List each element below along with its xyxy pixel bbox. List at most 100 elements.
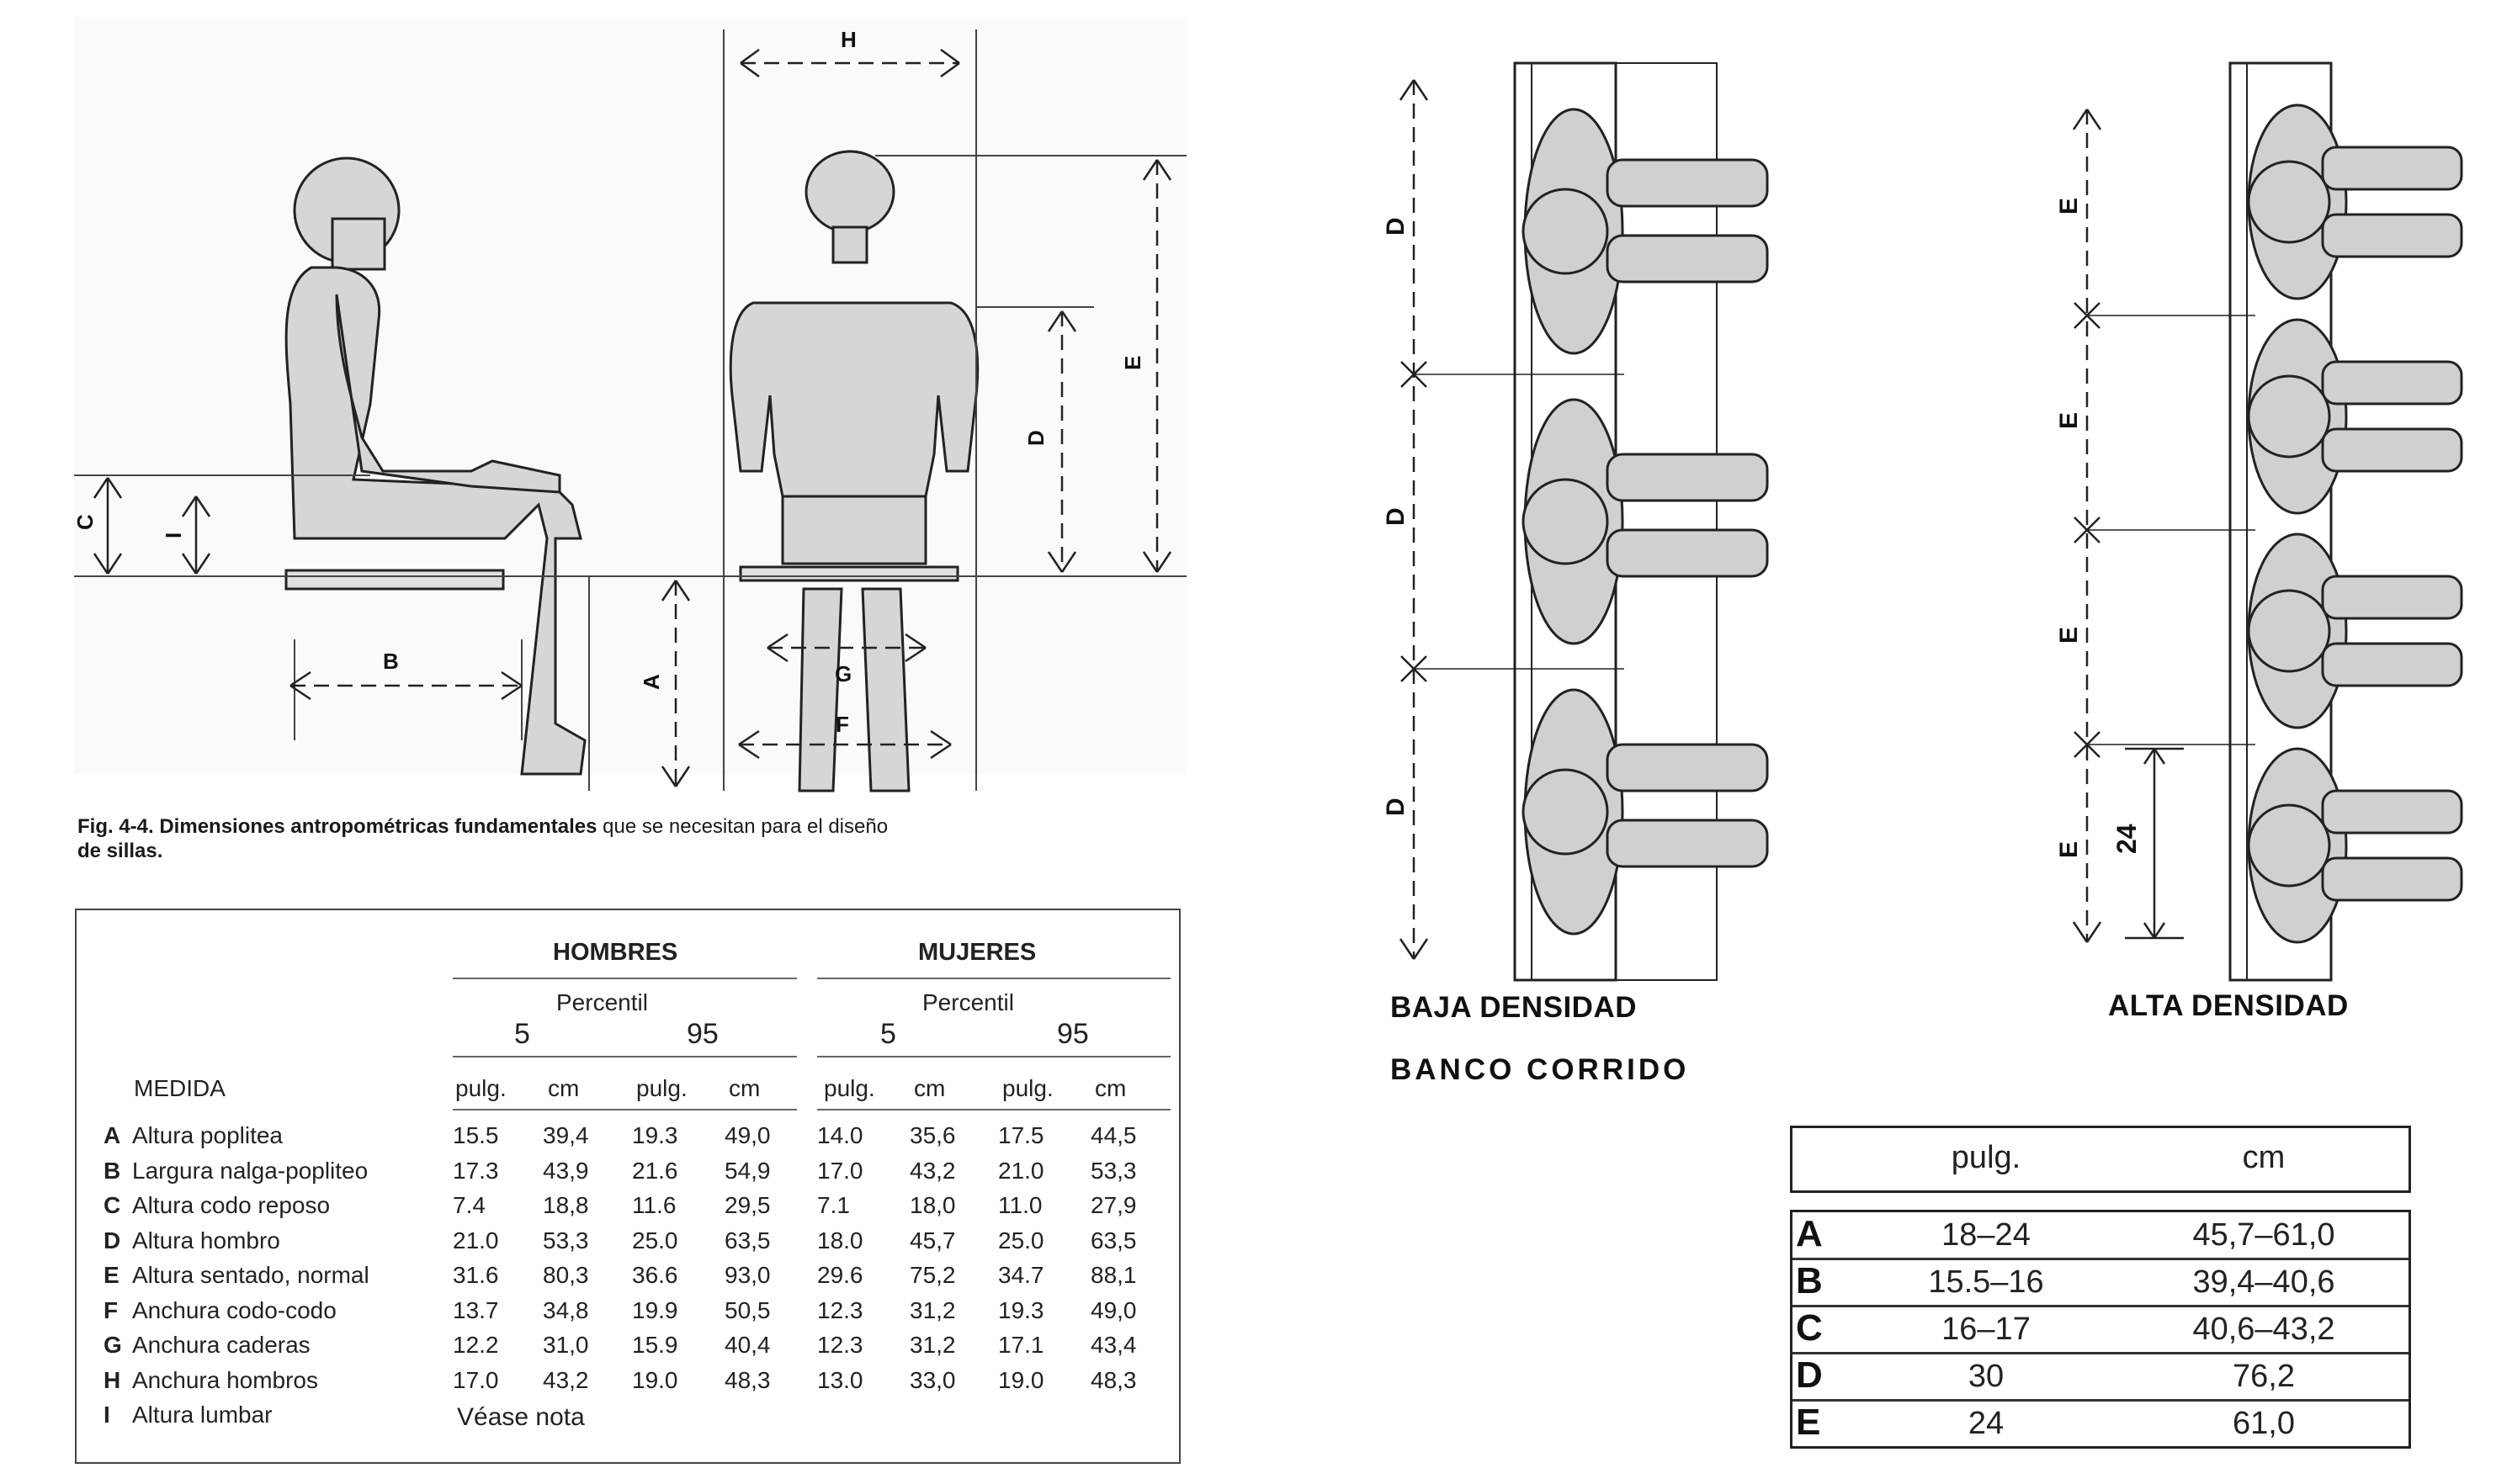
bench-row-divider [1792, 1305, 2408, 1307]
table-cell: 80,3 [543, 1262, 589, 1288]
unit-in-3: pulg. [824, 1075, 875, 1101]
table-cell: 18,0 [910, 1192, 956, 1218]
bench-row-key: E [1796, 1402, 1821, 1443]
table-cell: 75,2 [910, 1262, 956, 1288]
dim-letter-b: B [383, 649, 399, 674]
row-key: C [104, 1192, 121, 1218]
high-e-label-3: E [2055, 627, 2083, 644]
bench-col-cm: cm [2242, 1140, 2286, 1175]
measure-header: MEDIDA [134, 1075, 226, 1101]
span-24-label: 24 [2111, 824, 2142, 854]
table-cell: 17.5 [998, 1122, 1044, 1148]
bench-row-cm: 39,4–40,6 [2192, 1264, 2335, 1300]
unit-cm-4: cm [1095, 1075, 1127, 1101]
bench-row-in: 15.5–16 [1928, 1264, 2044, 1300]
table-cell: 12.3 [817, 1332, 863, 1358]
group-women-header: MUJERES [918, 939, 1037, 966]
table-cell: 21.6 [632, 1157, 678, 1184]
dim-letter-c: C [72, 514, 98, 530]
table-cell: 43,9 [543, 1157, 589, 1184]
table-cell: 7.4 [453, 1192, 486, 1218]
row-note: Véase nota [457, 1403, 585, 1431]
table-cell: 53,3 [543, 1227, 589, 1253]
caption-end: de sillas. [77, 840, 163, 862]
row-measure-name: Largura nalga-popliteo [132, 1157, 369, 1184]
dim-letter-g: G [835, 661, 852, 686]
anthropometric-figure: H E D C I A B G F [72, 17, 1187, 792]
high-e-label-4: E [2055, 841, 2083, 858]
table-cell: 35,6 [910, 1122, 956, 1148]
table-cell: 25.0 [632, 1227, 678, 1253]
table-cell: 31,2 [910, 1296, 956, 1323]
high-density-person-3 [2247, 533, 2463, 729]
women-rule-2 [817, 1056, 1171, 1057]
low-d-label-1: D [1382, 217, 1410, 236]
table-cell: 36.6 [632, 1262, 678, 1288]
unit-cm-2: cm [729, 1075, 761, 1101]
table-cell: 19.3 [632, 1122, 678, 1148]
row-key: G [104, 1332, 122, 1358]
low-density-person-2 [1522, 398, 1769, 645]
row-key: H [104, 1366, 121, 1393]
row-measure-name: Anchura caderas [132, 1332, 311, 1358]
table-cell: 63,5 [1091, 1227, 1137, 1253]
table-cell: 29.6 [817, 1262, 863, 1288]
table-cell: 21.0 [453, 1227, 499, 1253]
women-p95: 95 [1057, 1018, 1089, 1050]
bench-seating-figure: D D D [1382, 61, 2463, 982]
caption-bold: Fig. 4-4. Dimensiones antropométricas fu… [77, 815, 597, 838]
row-measure-name: Altura sentado, normal [132, 1262, 369, 1288]
table-cell: 31,2 [910, 1332, 956, 1358]
table-cell: 19.9 [632, 1296, 678, 1323]
table-cell: 48,3 [1091, 1366, 1137, 1393]
women-rule [817, 978, 1171, 979]
bench-row-key: B [1796, 1260, 1823, 1301]
low-density-bench: D D D [1382, 61, 1769, 982]
unit-cm-1: cm [548, 1075, 580, 1101]
dim-letter-f: F [836, 712, 849, 737]
row-key: E [104, 1262, 119, 1288]
table-cell: 49,0 [1091, 1296, 1137, 1323]
women-p5: 5 [880, 1018, 896, 1050]
banco-corrido-title: BANCO CORRIDO [1390, 1053, 1690, 1086]
table-cell: 19.0 [998, 1366, 1044, 1393]
side-view-figure [284, 156, 587, 776]
table-cell: 44,5 [1091, 1122, 1137, 1148]
bench-row-divider [1792, 1352, 2408, 1354]
table-cell: 12.3 [817, 1296, 863, 1323]
high-density-person-2 [2247, 318, 2463, 515]
table-cell: 48,3 [725, 1366, 771, 1393]
bench-row-in: 24 [1968, 1406, 2005, 1441]
table-cell: 39,4 [543, 1122, 589, 1148]
rear-view-figure [729, 150, 980, 792]
bench-row-cm: 40,6–43,2 [2192, 1312, 2335, 1347]
unit-cm-3: cm [914, 1075, 946, 1101]
table-cell: 17.1 [998, 1332, 1044, 1358]
table-cell: 12.2 [453, 1332, 499, 1358]
table-cell: 40,4 [725, 1332, 771, 1358]
bench-row-cm: 61,0 [2233, 1406, 2295, 1441]
bench-row-in: 16–17 [1941, 1312, 2031, 1347]
low-d-label-2: D [1382, 507, 1410, 526]
low-d-label-3: D [1382, 798, 1410, 816]
table-cell: 18,8 [543, 1192, 589, 1218]
table-cell: 17.3 [453, 1157, 499, 1184]
low-density-label: BAJA DENSIDAD [1390, 991, 1638, 1024]
percentil-men: Percentil [556, 989, 648, 1015]
table-cell: 11.6 [632, 1192, 677, 1218]
dimension-lines [74, 29, 1187, 791]
dim-letter-h: H [841, 27, 857, 52]
table-cell: 17.0 [817, 1157, 863, 1184]
row-key: I [104, 1402, 110, 1428]
table-cell: 63,5 [725, 1227, 771, 1253]
percentil-women: Percentil [922, 989, 1014, 1015]
high-e-label-2: E [2055, 412, 2083, 429]
table-cell: 21.0 [998, 1157, 1044, 1184]
high-e-label-1: E [2055, 198, 2083, 215]
high-density-bench: E E E E 24 [2055, 61, 2463, 982]
unit-in-4: pulg. [1002, 1075, 1054, 1101]
dim-letter-a: A [639, 674, 664, 690]
table-cell: 15.5 [453, 1122, 499, 1148]
dimension-arrows [93, 48, 1172, 787]
